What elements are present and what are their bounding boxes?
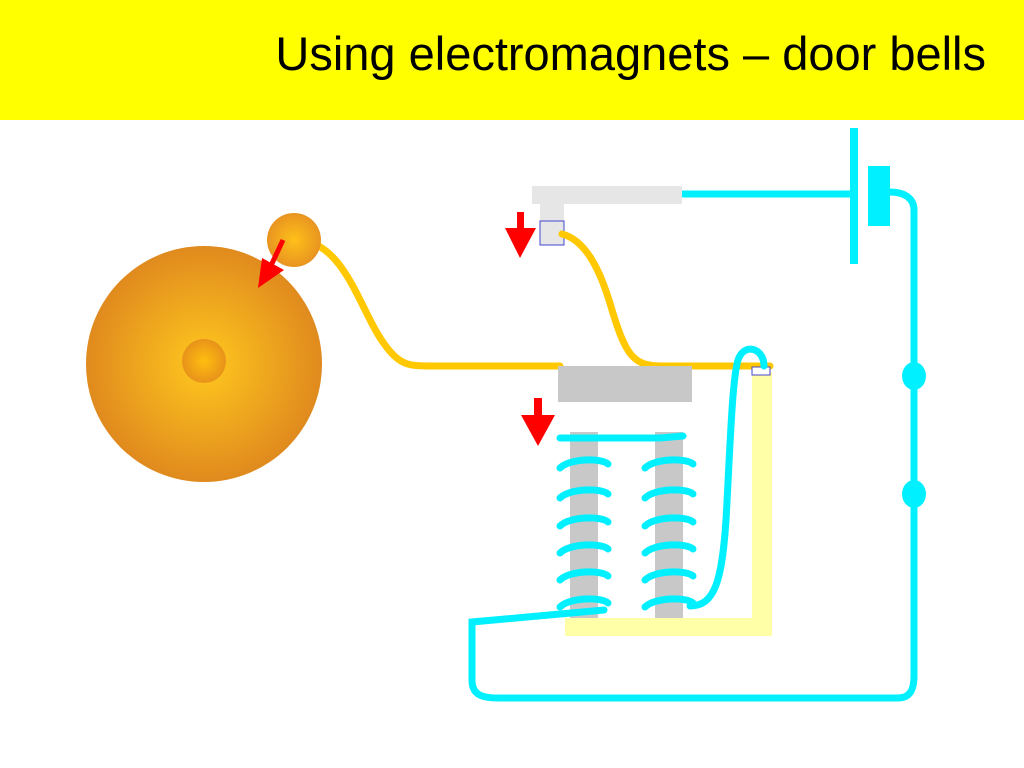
wire-main-loop [468, 188, 918, 702]
switch-contact-top[interactable] [902, 362, 926, 390]
hinge [751, 366, 771, 376]
bell-center [182, 339, 226, 383]
bell-icon [86, 246, 322, 482]
down-arrow-icon [521, 398, 555, 446]
frame [565, 372, 772, 636]
switch-contact-bottom[interactable] [902, 480, 926, 508]
coil-bridge [556, 432, 687, 442]
armature [558, 366, 692, 402]
battery-short-plate [868, 166, 890, 226]
down-arrow-icon [505, 212, 536, 258]
contact-spring [558, 230, 774, 370]
hammer-spring-arm [292, 236, 564, 370]
title-bar: Using electromagnets – door bells [0, 0, 1024, 120]
contact-post [540, 204, 564, 222]
down-arrow-icon [258, 238, 286, 288]
electromagnet-icon [556, 432, 697, 618]
contact-bar [532, 186, 682, 204]
coil-left [556, 456, 612, 611]
battery-icon [850, 128, 890, 264]
hammer-icon [267, 213, 321, 267]
slide-title: Using electromagnets – door bells [275, 27, 986, 80]
coil-right [641, 456, 697, 611]
wire-coil-to-hinge [686, 345, 768, 610]
battery-long-plate [850, 128, 858, 264]
